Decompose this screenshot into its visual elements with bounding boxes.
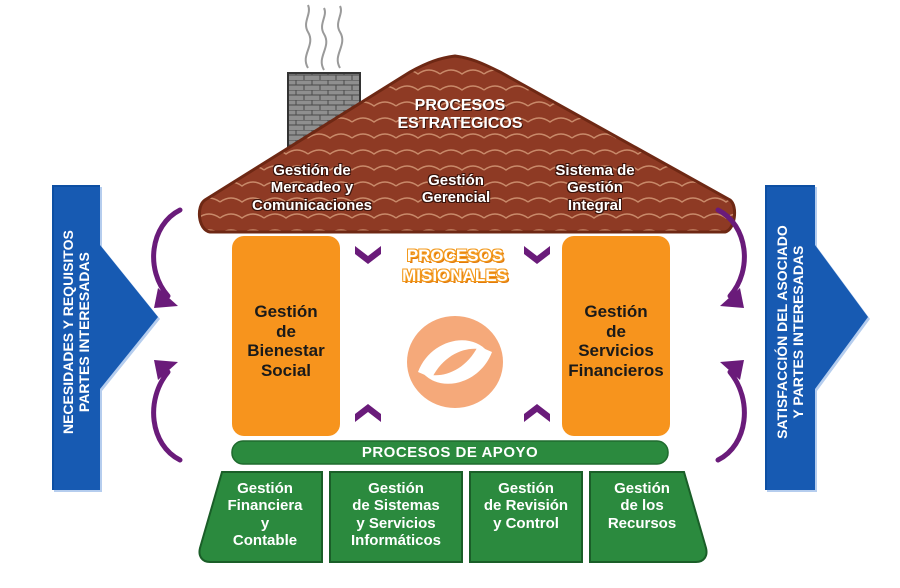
base-item-recursos: Gestión de los Recursos (607, 480, 677, 532)
strategic-processes-title: PROCESOS ESTRATEGICOS (397, 97, 523, 133)
chevron-down-icon (524, 246, 550, 264)
base-item-financiera: Gestión Financiera y Contable (227, 480, 303, 549)
right-pillar (562, 236, 670, 436)
chevron-up-icon (524, 404, 550, 422)
curved-arrow-left-bottom-icon (151, 369, 183, 463)
support-processes-title: PROCESOS DE APOYO (361, 444, 539, 461)
base-item-revision: Gestión de Revisión y Control (483, 480, 569, 532)
base-box-4 (589, 471, 708, 563)
cooperative-logo-icon (407, 316, 503, 408)
support-bar (231, 440, 669, 465)
left-pillar-label: Gestión de Bienestar Social (247, 302, 325, 380)
base-box-3 (469, 471, 583, 563)
roof (197, 54, 737, 234)
right-output-arrow (765, 185, 870, 492)
mission-processes-title: PROCESOS MISIONALES (402, 246, 508, 285)
base-item-sistemas: Gestión de Sistemas y Servicios Informát… (350, 480, 441, 549)
curved-arrow-right-bottom-icon (715, 369, 747, 463)
base-box-1 (198, 471, 323, 563)
left-pillar (232, 236, 340, 436)
right-arrow-label: SATISFACCIÓN DEL ASOCIADO Y PARTES INTER… (773, 225, 806, 439)
base-box-2 (329, 471, 463, 563)
chevron-down-icon (355, 246, 381, 264)
left-arrow-label: NECESIDADES Y REQUISITOS PARTES INTERESA… (59, 230, 92, 435)
right-pillar-label: Gestión de Servicios Financieros (568, 302, 664, 380)
chevron-up-icon (355, 404, 381, 422)
roof-item-mercadeo: Gestión de Mercadeo y Comunicaciones (251, 162, 373, 214)
smoke-icon (304, 4, 344, 71)
roof-item-gerencial: Gestión Gerencial (421, 172, 491, 207)
curved-arrow-left-top-icon (151, 207, 183, 299)
left-input-arrow (52, 185, 160, 492)
roof-item-sistema: Sistema de Gestión Integral (555, 162, 635, 214)
curved-arrow-right-top-icon (715, 207, 747, 299)
